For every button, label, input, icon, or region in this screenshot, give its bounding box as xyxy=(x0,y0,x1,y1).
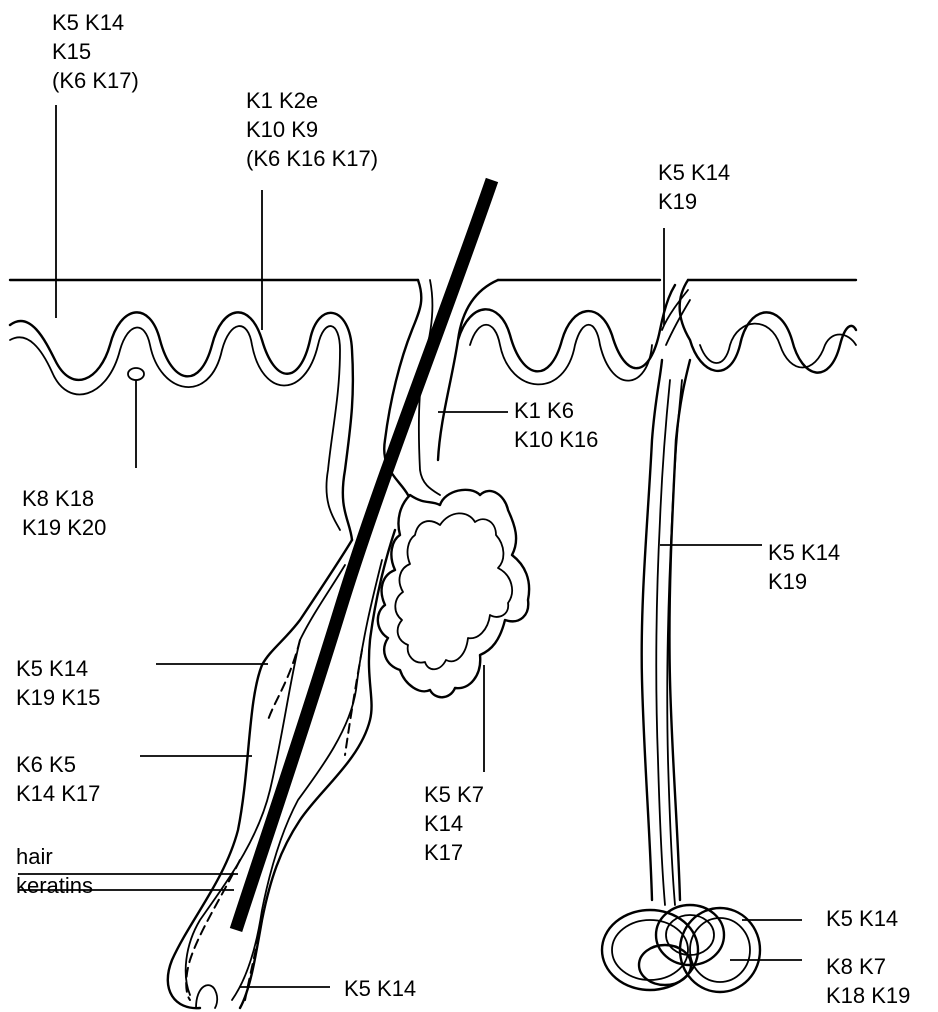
merkel-cell xyxy=(128,368,144,380)
label-sweat-duct-opening: K5 K14 K19 xyxy=(658,158,730,216)
label-bulge: K5 K14 K19 K15 xyxy=(16,654,100,712)
label-hair-bulb: K5 K14 xyxy=(344,974,416,1003)
label-line: K17 xyxy=(424,838,484,867)
label-sebaceous-gland: K5 K7 K14 K17 xyxy=(424,780,484,867)
label-line: keratins xyxy=(16,871,93,900)
sweat-gland-coil xyxy=(602,905,760,992)
hair-follicle-inner-left xyxy=(186,565,345,995)
sebaceous-gland-inner xyxy=(395,513,512,669)
label-line: K8 K7 xyxy=(826,952,910,981)
label-line: K5 K14 xyxy=(52,8,139,37)
inner-root-sheath-dashed-left xyxy=(186,640,300,1000)
label-line: K5 K14 xyxy=(768,538,840,567)
label-line: K19 xyxy=(658,187,730,216)
label-line: K5 K14 xyxy=(658,158,730,187)
label-line: hair xyxy=(16,842,93,871)
dermal-papilla xyxy=(196,985,217,1008)
label-line: K8 K18 xyxy=(22,484,106,513)
label-line: (K6 K17) xyxy=(52,66,139,95)
label-line: K19 K15 xyxy=(16,683,100,712)
label-secretory-coil-outer: K5 K14 xyxy=(826,904,898,933)
label-line: K5 K7 xyxy=(424,780,484,809)
label-line: K5 K14 xyxy=(16,654,100,683)
label-sweat-duct: K5 K14 K19 xyxy=(768,538,840,596)
label-line: K10 K9 xyxy=(246,115,378,144)
label-suprabasal-epidermis: K1 K2e K10 K9 (K6 K16 K17) xyxy=(246,86,378,173)
label-line: K5 K14 xyxy=(344,974,416,1003)
label-hair-keratins: hair keratins xyxy=(16,842,93,900)
label-line: K14 K17 xyxy=(16,779,100,808)
label-line: K19 K20 xyxy=(22,513,106,542)
label-line: K19 xyxy=(768,567,840,596)
sweat-duct-outer-left xyxy=(642,360,662,900)
label-line: K15 xyxy=(52,37,139,66)
label-basal-epidermis: K5 K14 K15 (K6 K17) xyxy=(52,8,139,95)
label-infundibulum: K1 K6 K10 K16 xyxy=(514,396,598,454)
label-line: K14 xyxy=(424,809,484,838)
label-merkel-cells: K8 K18 K19 K20 xyxy=(22,484,106,542)
label-line: (K6 K16 K17) xyxy=(246,144,378,173)
label-line: K1 K6 xyxy=(514,396,598,425)
inner-root-sheath-dashed-right xyxy=(245,650,362,1000)
sweat-pore xyxy=(662,290,690,345)
label-outer-root-sheath: K6 K5 K14 K17 xyxy=(16,750,100,808)
epidermis-rete-ridges-far-right xyxy=(680,280,856,373)
label-line: K5 K14 xyxy=(826,904,898,933)
label-line: K18 K19 xyxy=(826,981,910,1010)
label-line: K6 K5 xyxy=(16,750,100,779)
label-secretory-coil-inner: K8 K7 K18 K19 xyxy=(826,952,910,1010)
epidermis-basal-line-right xyxy=(470,325,652,385)
sweat-duct-outer-right xyxy=(669,360,690,900)
label-line: K1 K2e xyxy=(246,86,378,115)
label-line: K10 K16 xyxy=(514,425,598,454)
